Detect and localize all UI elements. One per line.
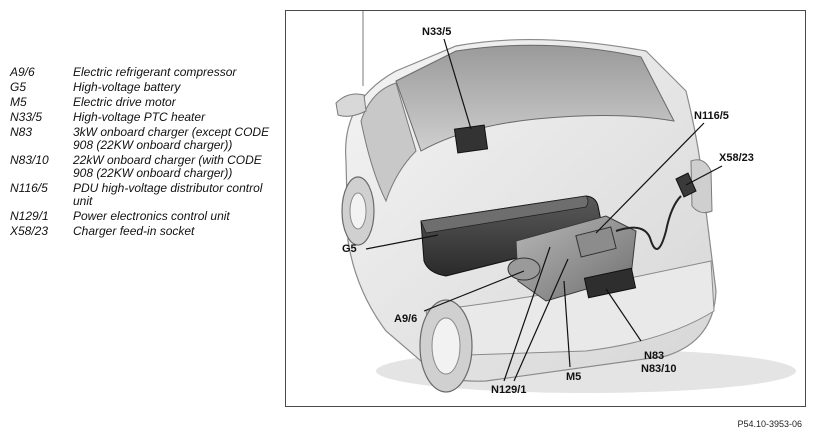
front-wheel-hub [349,192,367,230]
legend-description: Charger feed-in socket [73,224,195,238]
legend-description: PDU high-voltage distributor control uni… [73,181,263,208]
leader-lines [365,38,723,382]
legend-code: A9/6 [10,65,35,79]
leader-x58-23 [685,165,723,186]
legend-description: 22kW onboard charger (with CODE 908 (22K… [73,153,262,180]
legend-code: N83/10 [10,153,49,167]
rear-wheel-hub [431,317,461,375]
legend-description: High-voltage PTC heater [73,110,206,124]
callout-n129-1: N129/1 [491,384,527,396]
legend-row-n83: N83 3kW onboard charger (except CODE 908… [10,126,272,152]
callout-n83: N83 [644,350,665,362]
side-mirror [335,93,367,117]
side-window [360,82,417,203]
ptc-heater [453,124,489,154]
component-legend: A9/6 Electric refrigerant compressor G5 … [10,66,272,240]
legend-code: N33/5 [10,110,43,124]
pdu-unit [575,226,617,258]
callout-n33-5: N33/5 [422,26,452,38]
figure-id: P54.10-3953-06 [737,419,802,429]
leader-n33-5 [443,38,472,130]
callout-n116-5: N116/5 [694,110,729,122]
legend-row-n33-5: N33/5 High-voltage PTC heater [10,111,272,124]
callout-x58-23: X58/23 [719,152,754,164]
legend-description: Electric drive motor [73,95,176,109]
legend-description: High-voltage battery [73,80,181,94]
vehicle-illustration [335,11,796,393]
leader-n83 [605,288,642,342]
charger-module [583,267,637,299]
callout-n83-10: N83/10 [641,363,677,375]
callout-a9-6: A9/6 [394,313,418,325]
legend-row-a9-6: A9/6 Electric refrigerant compressor [10,66,272,79]
leader-n129-1-b [513,258,569,382]
legend-row-m5: M5 Electric drive motor [10,96,272,109]
compressor [507,257,541,281]
vehicle-diagram-frame: N33/5 N116/5 X58/23 G5 A9/6 N83 N83/10 M… [285,10,806,407]
callout-m5: M5 [566,371,582,383]
legend-row-n129-1: N129/1 Power electronics control unit [10,210,272,223]
tail-light [690,159,713,214]
legend-description: 3kW onboard charger (except CODE 908 (22… [73,125,270,152]
legend-description: Power electronics control unit [73,209,230,223]
legend-code: M5 [10,95,27,109]
legend-row-n116-5: N116/5 PDU high-voltage distributor cont… [10,182,272,208]
leader-m5 [563,280,571,368]
legend-code: N83 [10,125,33,139]
legend-code: G5 [10,80,27,94]
leader-a9-6 [423,270,525,312]
legend-description: Electric refrigerant compressor [73,65,237,79]
legend-row-n83-10: N83/10 22kW onboard charger (with CODE 9… [10,154,272,180]
legend-code: X58/23 [10,224,49,238]
legend-code: N116/5 [10,181,48,195]
leader-g5 [365,234,439,250]
charging-cable [615,195,682,250]
hv-battery-top [420,195,589,234]
leader-n116-5 [595,122,705,234]
legend-code: N129/1 [10,209,49,223]
legend-row-g5: G5 High-voltage battery [10,81,272,94]
legend-row-x58-23: X58/23 Charger feed-in socket [10,225,272,238]
rear-bumper [425,260,715,357]
callout-g5: G5 [342,243,357,255]
leader-n129-1-a [503,246,551,382]
